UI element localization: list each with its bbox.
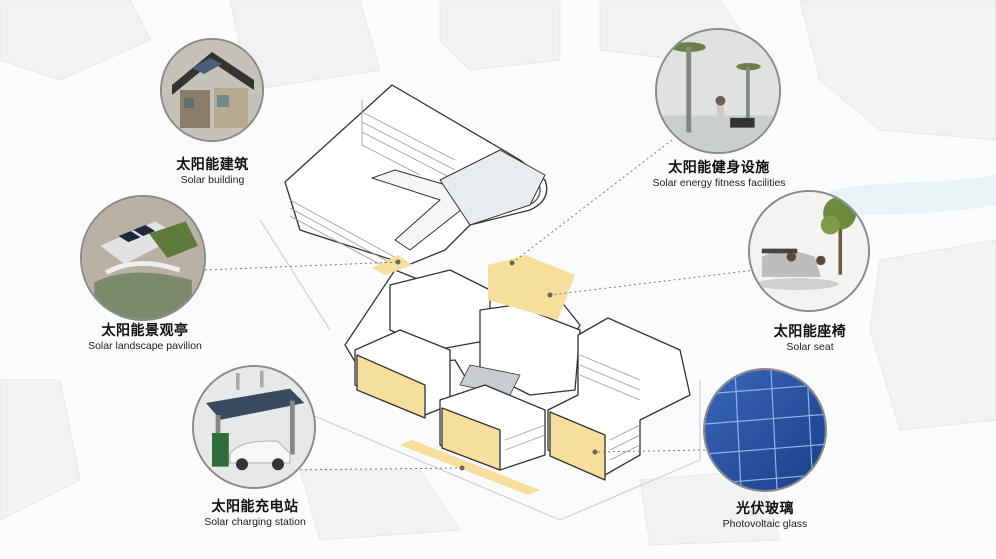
solar-fitness-photo bbox=[655, 28, 781, 154]
label-en: Solar landscape pavilion bbox=[70, 340, 220, 353]
label-en: Solar seat bbox=[760, 341, 860, 354]
label-cn: 太阳能景观亭 bbox=[70, 323, 220, 340]
solar-charging-photo bbox=[192, 365, 316, 489]
label-en: Solar building bbox=[150, 174, 275, 187]
label-solar-pavilion: 太阳能景观亭 Solar landscape pavilion bbox=[70, 323, 220, 353]
solar-seat-photo bbox=[748, 190, 870, 312]
label-en: Solar charging station bbox=[185, 516, 325, 529]
label-cn: 太阳能充电站 bbox=[185, 499, 325, 516]
solar-building-photo bbox=[160, 38, 264, 142]
label-cn: 太阳能座椅 bbox=[760, 324, 860, 341]
label-solar-fitness: 太阳能健身设施 Solar energy fitness facilities bbox=[625, 160, 813, 190]
north-building bbox=[285, 85, 547, 274]
solar-pavilion-photo bbox=[80, 195, 206, 321]
label-en: Photovoltaic glass bbox=[705, 518, 825, 531]
label-pv-glass: 光伏玻璃 Photovoltaic glass bbox=[705, 501, 825, 531]
label-cn: 光伏玻璃 bbox=[705, 501, 825, 518]
label-cn: 太阳能健身设施 bbox=[625, 160, 813, 177]
river bbox=[830, 175, 996, 215]
label-solar-seat: 太阳能座椅 Solar seat bbox=[760, 324, 860, 354]
photovoltaic-glass-photo bbox=[703, 368, 827, 492]
label-en: Solar energy fitness facilities bbox=[625, 177, 813, 190]
label-solar-charging: 太阳能充电站 Solar charging station bbox=[185, 499, 325, 529]
label-cn: 太阳能建筑 bbox=[150, 157, 275, 174]
label-solar-building: 太阳能建筑 Solar building bbox=[150, 157, 275, 187]
